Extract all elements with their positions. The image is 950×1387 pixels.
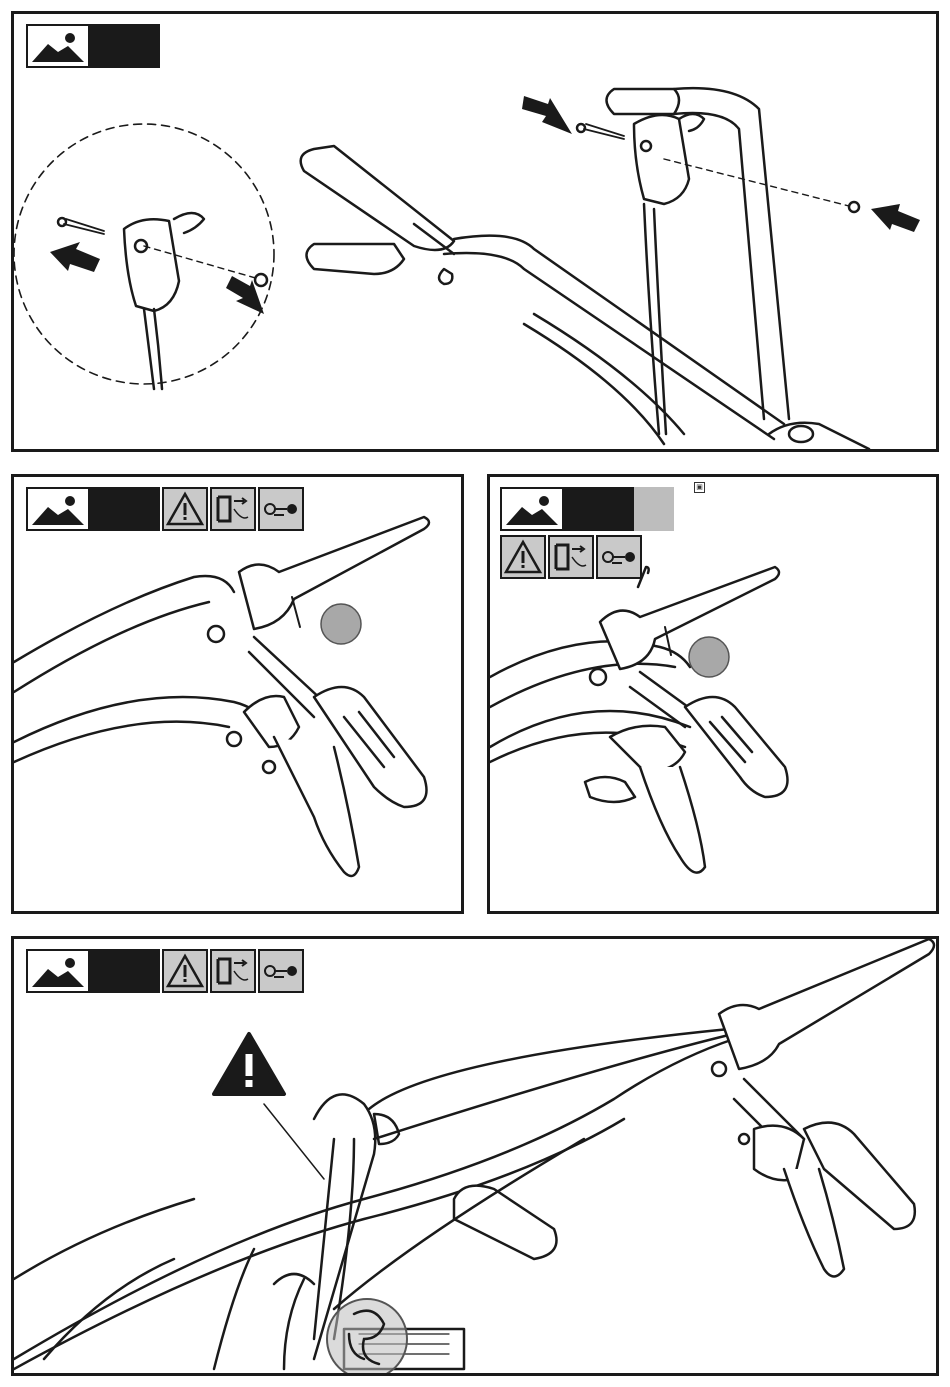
warning-triangle-icon	[214, 1034, 284, 1094]
step-number-box	[564, 487, 634, 531]
handle-illustration-4	[14, 939, 936, 1373]
step-number-box	[90, 949, 160, 993]
key-remove-icon	[258, 949, 304, 993]
warning-triangle-icon	[162, 487, 208, 531]
key-remove-icon	[596, 535, 642, 579]
lever-illustration-2	[14, 477, 461, 911]
step-badge	[26, 949, 304, 993]
step-badge	[26, 487, 304, 531]
unplug-icon	[210, 949, 256, 993]
step-tab	[634, 487, 674, 531]
step-panel-3: ▣	[487, 474, 939, 914]
image-icon	[26, 487, 90, 531]
image-icon	[26, 949, 90, 993]
step-number-box	[90, 487, 160, 531]
warning-triangle-icon	[500, 535, 546, 579]
gray-marker-dot	[689, 637, 729, 677]
key-remove-icon	[258, 487, 304, 531]
small-marker-icon: ▣	[694, 482, 705, 493]
warning-triangle-icon	[162, 949, 208, 993]
unplug-icon	[210, 487, 256, 531]
gray-marker-dot	[321, 604, 361, 644]
safety-icons	[498, 535, 642, 579]
image-icon	[26, 24, 90, 68]
arrow-right-icon	[226, 276, 264, 314]
step-number-box	[90, 24, 160, 68]
arrow-left-icon	[50, 242, 100, 272]
step-panel-4	[11, 936, 939, 1376]
safety-icons	[160, 949, 304, 993]
step-badge	[500, 487, 674, 531]
step-panel-1	[11, 11, 939, 452]
safety-icons	[160, 487, 304, 531]
step-panel-2	[11, 474, 464, 914]
arrow-left-icon	[871, 204, 920, 232]
step-badge	[26, 24, 160, 68]
arrow-right-icon	[522, 96, 572, 134]
handle-illustration-1	[14, 14, 936, 449]
unplug-icon	[548, 535, 594, 579]
image-icon	[500, 487, 564, 531]
